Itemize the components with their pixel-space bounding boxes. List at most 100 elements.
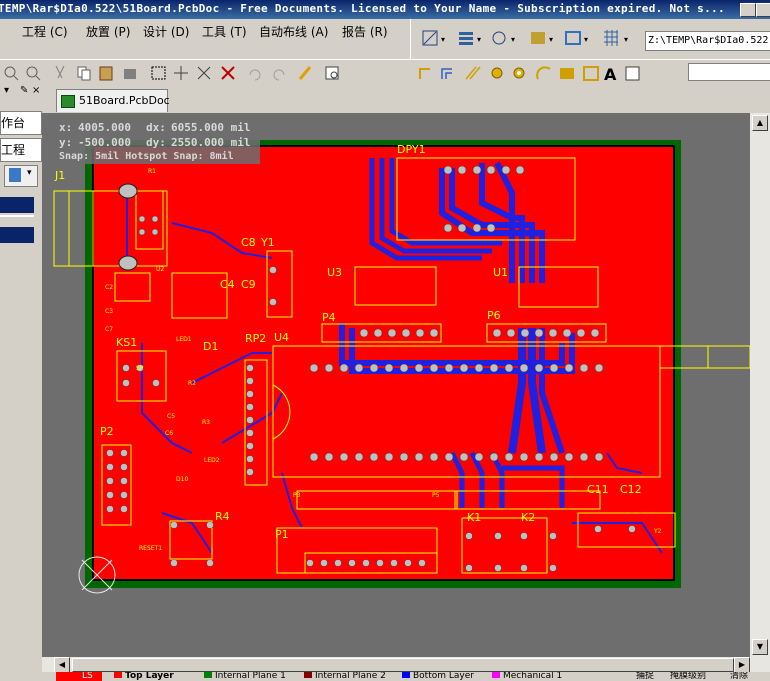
j1-mount-top [118,183,138,199]
label-c9: C9 [241,278,256,291]
scroll-left-button[interactable]: ◀ [54,657,70,673]
menu-item-partial[interactable]: ) [0,23,1,37]
pin-icon[interactable]: ✎ [20,85,29,96]
via-icon [513,67,525,79]
workspace-button[interactable]: 作台 [0,111,42,135]
interactive-route-icon [419,68,430,79]
label-u1: U1 [493,266,508,279]
layer-tab-top[interactable]: Top Layer [114,672,174,681]
coordinates-overlay: x: 4005.000 dx: 6055.000 mil y: -500.000… [54,117,260,164]
scroll-down-button[interactable]: ▼ [752,639,768,655]
toolbar-lower: A [0,59,770,86]
menu-place[interactable]: 放置 (P) [86,25,131,39]
project-dropdown[interactable]: ▾ [4,165,38,187]
menu-reports[interactable]: 报告 (R) [342,25,388,39]
svg-text:▾: ▾ [441,35,445,44]
pad-icon [491,67,503,79]
project-button[interactable]: 工程 [0,138,42,162]
redo-icon [273,69,285,81]
scroll-right-button[interactable]: ▶ [734,657,750,673]
scroll-up-button[interactable]: ▲ [752,115,768,131]
deselect-icon [221,66,235,80]
tree-item-selected-2[interactable] [0,227,34,243]
dy-label: dy: [146,136,166,149]
svg-text:▾: ▾ [584,35,588,44]
menu-design[interactable]: 设计 (D) [143,25,190,39]
menu-project[interactable]: 工程 (C) [22,25,68,39]
toolbar-input[interactable] [688,63,770,81]
paste-icon [99,66,113,81]
mask-level-button[interactable]: 掩膜级别 [670,672,707,681]
label-led2: LED2 [204,457,220,464]
label-d1: D1 [203,340,218,353]
clear-button[interactable]: 清除 [730,672,749,681]
toolbar-icons-upper: ▾ ▾ ▾ ▾ ▾ ▾ [422,30,628,46]
layer-tab-plane1[interactable]: Internal Plane 1 [204,672,286,681]
svg-text:▾: ▾ [624,35,628,44]
layer-tabs: LS Top Layer Internal Plane 1 Internal P… [42,672,770,681]
label-c12: C12 [620,483,642,496]
inspect-icon [325,66,339,80]
vertical-scrollbar[interactable]: ▲ ▼ [750,113,770,657]
label-y1: Y1 [260,236,275,249]
text-tool-icon: A [604,65,617,83]
layer-tab-plane2[interactable]: Internal Plane 2 [304,672,386,681]
toolbar-icons-lower: A [4,65,640,83]
snap-button[interactable]: 捕捉 [636,672,655,681]
path-field[interactable]: Z:\TEMP\Rar$DIa0.522 [645,31,770,51]
svg-text:▾: ▾ [511,35,515,44]
pcb-board[interactable]: DPY1 J1 R1 U2 C8 Y1 C4 C9 U3 U1 P4 P6 C2… [42,113,750,657]
close-icon[interactable]: × [32,85,41,96]
panel-menu-icon[interactable]: ▾ [4,85,10,96]
tree-divider [0,215,34,217]
menu-autoroute[interactable]: 自动布线 (A) [259,25,329,39]
select-area-icon [151,66,166,80]
tree-item-selected[interactable] [0,197,34,213]
layer-tab-ls[interactable]: LS [56,672,102,681]
svg-text:▾: ▾ [549,35,553,44]
origin-marker [78,556,116,594]
tab-51board[interactable]: 51Board.PcbDoc [56,89,170,112]
label-r4: R4 [215,510,230,523]
fill-icon [560,68,574,79]
move-icon [174,66,188,80]
maximize-button[interactable] [756,3,770,17]
place-icon [531,32,545,44]
pcb-doc-icon [61,95,75,108]
layer-swatch [304,672,312,678]
label-u3: U3 [327,266,342,279]
label-c11: C11 [587,483,609,496]
layer-top-label: Top Layer [125,672,174,681]
horizontal-scrollbar[interactable]: ◀ ▶ [42,657,770,673]
snap-icon [492,31,506,45]
label-p2: P2 [100,425,114,438]
label-ks1: KS1 [116,336,137,349]
label-sp: SP [136,365,144,372]
pcb-canvas[interactable]: DPY1 J1 R1 U2 C8 Y1 C4 C9 U3 U1 P4 P6 C2… [42,113,750,657]
layer-swatch [114,672,122,678]
multi-route-icon [465,66,481,80]
label-u4: U4 [274,331,289,344]
dx-label: dx: [146,121,166,134]
label-k2: K2 [521,511,535,524]
menu-tools[interactable]: 工具 (T) [202,25,247,39]
label-c4: C4 [220,278,235,291]
layer-tab-mech1[interactable]: Mechanical 1 [492,672,562,681]
label-c2: C2 [105,284,113,291]
copy-icon [77,66,91,81]
arc-icon [536,66,551,80]
label-p6: P6 [487,309,501,322]
document-icon [9,168,21,182]
layer-ls-label: LS [82,672,93,681]
label-rp2: RP2 [245,332,266,345]
layer-mech1-label: Mechanical 1 [503,672,563,681]
minimize-button[interactable] [740,3,756,17]
dx-value: 6055.000 mil [171,121,251,134]
label-p1: P1 [275,528,289,541]
title-bar: TEMP\Rar$DIa0.522\51Board.PcbDoc - Free … [0,0,770,19]
highlight-icon [298,66,312,80]
layer-tab-bottom[interactable]: Bottom Layer [402,672,474,681]
layer-swatch [492,672,500,678]
label-c3: C3 [105,308,113,315]
scroll-thumb[interactable] [72,658,734,672]
